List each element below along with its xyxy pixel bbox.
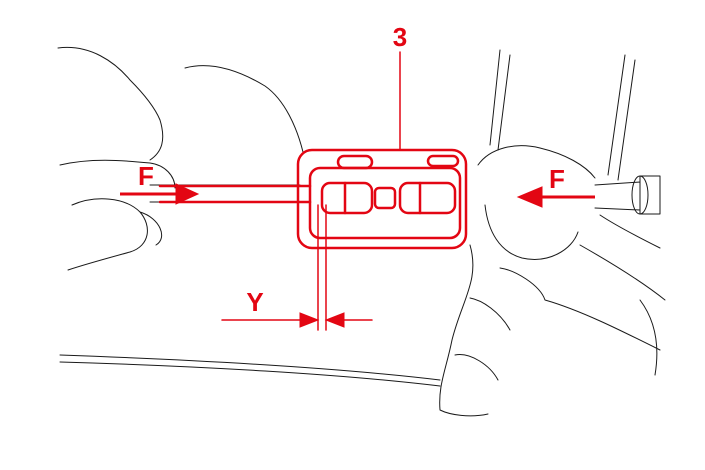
gap-arrowhead-right xyxy=(324,312,345,328)
cable-outline xyxy=(594,175,661,215)
line-art-outline xyxy=(57,46,666,417)
arrows xyxy=(120,183,595,328)
connector-housing-outer xyxy=(296,148,468,250)
gap-arrowhead-left xyxy=(299,312,320,328)
connector-clip-right xyxy=(426,154,460,168)
pin-right xyxy=(398,181,457,215)
pin-left xyxy=(320,181,374,215)
red-highlight-art xyxy=(158,51,468,331)
callout-number-label: 3 xyxy=(393,22,407,52)
left-hand-outline xyxy=(57,46,304,271)
connector-clip-left xyxy=(336,154,374,170)
force-left-label: F xyxy=(138,161,154,191)
panel-outline xyxy=(59,49,636,387)
force-right-arrowhead xyxy=(516,186,543,208)
connector-housing-inner xyxy=(308,166,462,240)
pin-middle xyxy=(373,186,397,210)
cable-end-outline xyxy=(631,175,649,215)
force-right-label: F xyxy=(549,164,565,194)
force-left-arrowhead xyxy=(175,183,200,205)
right-hand-outline xyxy=(439,145,666,417)
gap-y-label: Y xyxy=(246,287,263,317)
